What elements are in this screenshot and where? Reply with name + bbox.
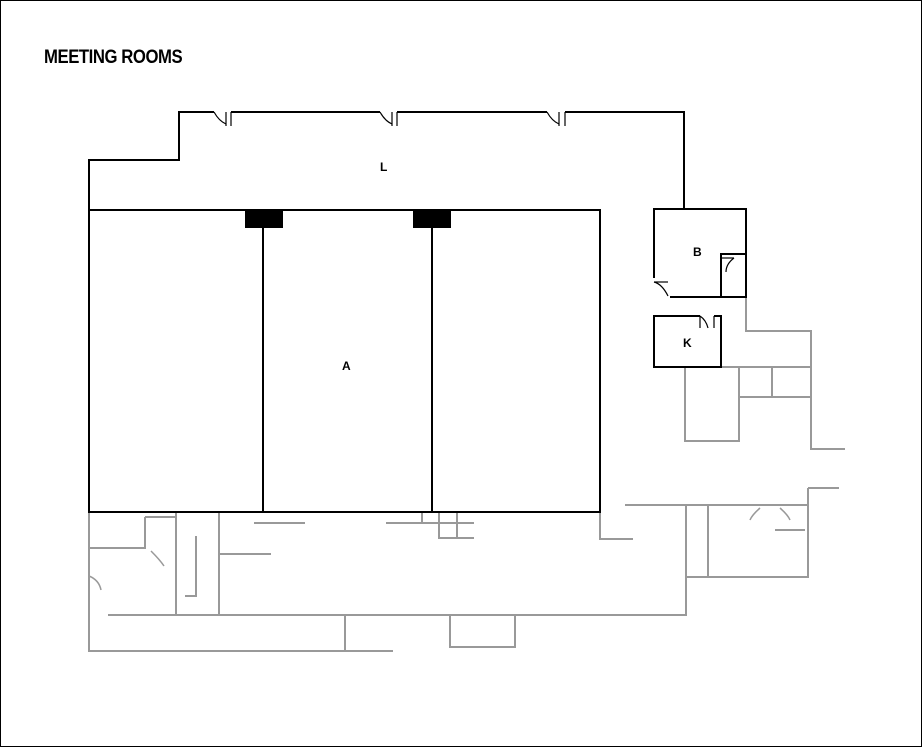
room-a-walls bbox=[88, 209, 601, 513]
room-label-a: A bbox=[342, 359, 351, 373]
room-label-l: L bbox=[380, 160, 387, 174]
page-title: MEETING ROOMS bbox=[44, 47, 183, 68]
room-label-b: B bbox=[693, 245, 702, 259]
surrounding-walls bbox=[88, 297, 845, 652]
room-l-doors bbox=[213, 111, 566, 126]
room-k-door bbox=[699, 315, 715, 329]
room-b-walls bbox=[653, 208, 747, 298]
room-label-k: K bbox=[683, 336, 692, 350]
room-b-doors bbox=[653, 257, 735, 297]
partition-pocket-right bbox=[413, 210, 451, 228]
room-k-walls bbox=[653, 315, 722, 368]
context-doors bbox=[88, 507, 791, 591]
partition-pocket-left bbox=[245, 210, 283, 228]
room-l-walls bbox=[88, 111, 685, 210]
